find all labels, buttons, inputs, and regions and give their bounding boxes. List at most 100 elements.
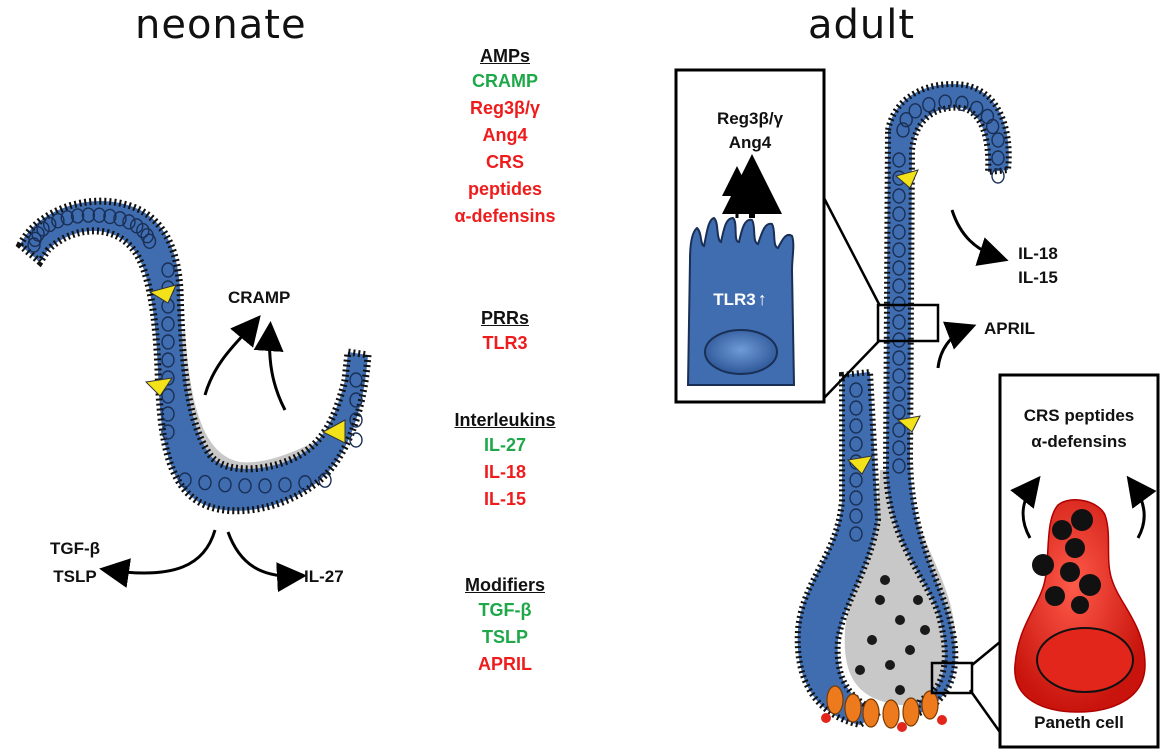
cell-nucleus <box>991 150 1005 166</box>
cell-nucleus <box>51 213 65 229</box>
cell-nucleus <box>849 526 863 542</box>
label-cramp: CRAMP <box>228 288 291 307</box>
cell-nucleus <box>892 188 906 204</box>
cell-nucleus <box>892 242 906 258</box>
label-crs-peptides: CRS peptides <box>1023 406 1135 425</box>
cell-nucleus <box>892 422 906 438</box>
cell-nucleus <box>278 477 292 493</box>
item-reg3: Reg3β/γ <box>469 98 540 118</box>
goblet-cell <box>321 419 346 444</box>
cell-nucleus <box>161 406 175 422</box>
label-tslp: TSLP <box>53 567 97 586</box>
item-peptides: peptides <box>467 179 542 199</box>
paneth-nucleus <box>1036 627 1134 693</box>
cell-nucleus <box>122 214 136 230</box>
cell-nucleus <box>218 476 232 493</box>
arrow-il27 <box>226 531 307 593</box>
cell-nucleus <box>161 388 175 404</box>
granule <box>875 595 885 605</box>
goblet-cell <box>894 169 919 189</box>
item-tlr3: TLR3 <box>482 333 528 353</box>
granule <box>855 665 865 675</box>
cell-nucleus <box>70 208 85 224</box>
cell-nucleus <box>178 472 192 488</box>
cell-nucleus <box>896 122 910 138</box>
item-crs: CRS <box>485 152 524 172</box>
cell-nucleus <box>36 221 50 237</box>
adult-epithelium-right <box>882 81 1012 721</box>
granule <box>885 660 895 670</box>
cell-nucleus <box>318 472 332 488</box>
cell-nucleus <box>892 350 906 366</box>
heading-prrs: PRRs <box>480 308 529 328</box>
arrow-tgf <box>99 529 217 588</box>
item-tgf-beta: TGF-β <box>478 600 532 620</box>
arrow-april <box>936 321 977 369</box>
cell-nucleus <box>969 100 984 117</box>
paneth-granules <box>1032 509 1101 614</box>
label-defensins: α-defensins <box>1031 432 1127 451</box>
group-interleukins: Interleukins IL-27 IL-18 IL-15 <box>420 408 590 513</box>
cell-nucleus <box>142 233 157 249</box>
cell-nucleus <box>161 334 175 350</box>
cell-nucleus <box>892 152 906 168</box>
cell-nucleus <box>892 260 906 276</box>
granule <box>920 625 930 635</box>
goblet-cell <box>148 284 177 304</box>
cell-nucleus <box>849 400 863 416</box>
arrow-cramp-1 <box>203 315 261 396</box>
cell-nucleus <box>892 404 906 420</box>
goblet-cell <box>896 415 921 433</box>
label-reg3: Reg3β/γ <box>716 109 784 128</box>
cell-nucleus <box>238 478 252 494</box>
arrow-cramp-2 <box>253 321 287 411</box>
cell-nucleus <box>849 490 863 506</box>
cell-nucleus <box>892 458 906 474</box>
cell-nucleus <box>892 440 906 456</box>
arrow-il18 <box>950 209 1009 266</box>
cell-nucleus <box>991 168 1005 184</box>
cell-nucleus <box>892 224 906 240</box>
cell-nucleus <box>849 382 863 398</box>
cell-nucleus <box>849 436 863 452</box>
label-il27: IL-27 <box>304 567 344 586</box>
goblet-cell <box>846 455 873 475</box>
neonate-epithelium <box>15 197 372 515</box>
neonate-crypt <box>15 197 372 515</box>
cell-nucleus <box>985 118 1000 135</box>
cell-nucleus <box>113 211 127 227</box>
cell-nucleus <box>161 424 175 440</box>
cell-nucleus <box>92 207 106 223</box>
item-april: APRIL <box>478 654 532 674</box>
heading-modifiers: Modifiers <box>464 575 545 595</box>
item-tslp: TSLP <box>481 627 528 647</box>
label-tlr3: TLR3↑ <box>713 289 767 309</box>
cell-nucleus <box>899 111 913 128</box>
item-ang4: Ang4 <box>482 125 528 145</box>
cell-nucleus <box>161 352 175 368</box>
item-il15: IL-15 <box>483 489 526 509</box>
granule <box>905 645 915 655</box>
item-defensins: α-defensins <box>454 206 556 226</box>
group-amps: AMPs CRAMP Reg3β/γ Ang4 CRS peptides α-d… <box>420 44 590 230</box>
cell-nucleus <box>43 216 57 233</box>
group-prrs: PRRs TLR3 <box>420 306 590 357</box>
label-ang4: Ang4 <box>728 133 772 152</box>
cell-nucleus <box>31 226 45 242</box>
cell-nucleus <box>938 94 952 110</box>
granules <box>855 575 930 695</box>
label-april: APRIL <box>984 319 1035 338</box>
cell-nucleus <box>908 103 922 119</box>
item-cramp: CRAMP <box>472 71 538 91</box>
cell-nucleus <box>161 370 175 386</box>
title-adult: adult <box>808 2 916 48</box>
cell-nucleus <box>161 316 175 332</box>
enterocyte-nucleus <box>704 329 778 375</box>
heading-amps: AMPs <box>479 46 530 66</box>
cell-nucleus <box>991 132 1005 148</box>
cell-nucleus <box>198 474 212 491</box>
cell-nucleus <box>892 206 906 222</box>
cell-nucleus <box>349 392 363 408</box>
granule <box>895 615 905 625</box>
